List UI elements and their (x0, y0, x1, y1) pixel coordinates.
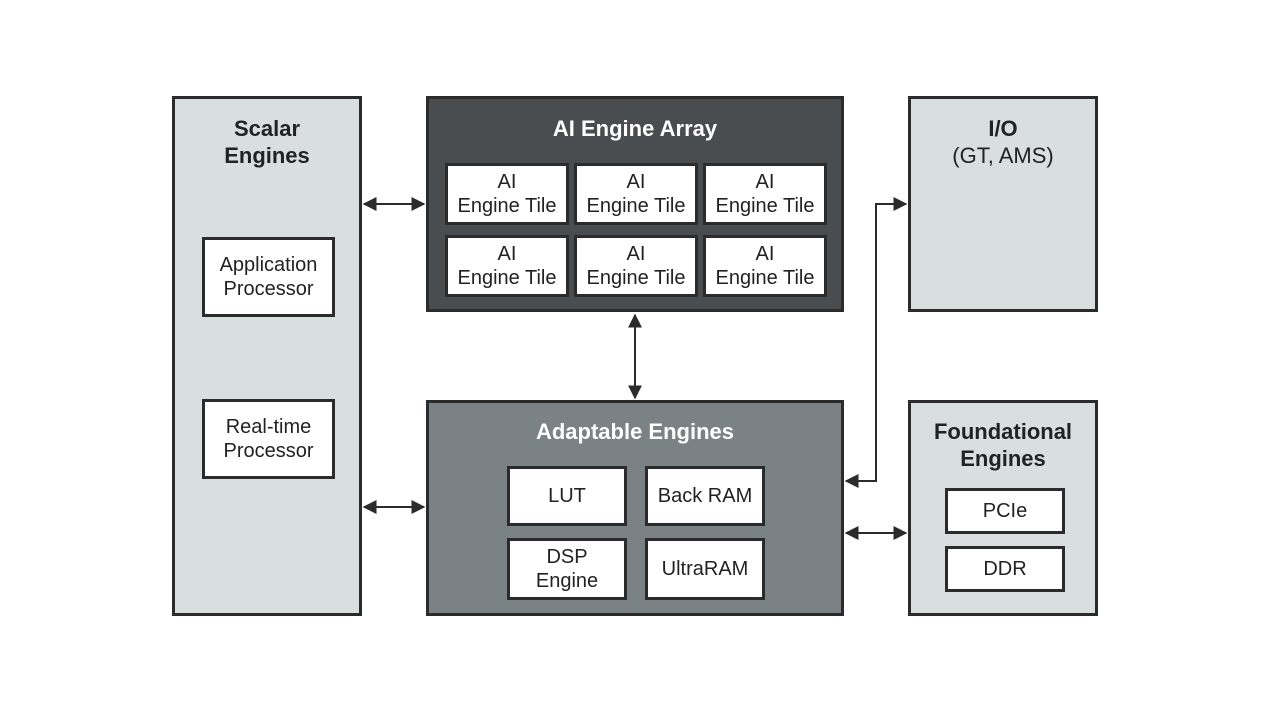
ai-engine-array-block: AI Engine Array AI Engine Tile AI Engine… (426, 96, 844, 312)
ultraram-box: UltraRAM (645, 538, 765, 600)
ai-engine-array-title: AI Engine Array (552, 116, 718, 141)
ai-engine-tile: AI Engine Tile (445, 235, 569, 297)
lut-box: LUT (507, 466, 627, 526)
ai-engine-tile: AI Engine Tile (574, 163, 698, 225)
real-time-processor-box: Real-time Processor (202, 399, 335, 479)
io-block: I/O (GT, AMS) (908, 96, 1098, 312)
adaptable-engines-title: Adaptable Engines (535, 419, 735, 444)
dsp-engine-box: DSP Engine (507, 538, 627, 600)
foundational-engines-block: Foundational Engines PCIe DDR (908, 400, 1098, 616)
foundational-engines-title: Foundational Engines (933, 419, 1073, 471)
ddr-box: DDR (945, 546, 1065, 592)
ai-engine-tile: AI Engine Tile (703, 163, 827, 225)
adaptable-engines-block: Adaptable Engines LUT Back RAM DSP Engin… (426, 400, 844, 616)
application-processor-box: Application Processor (202, 237, 335, 317)
ai-engine-tile: AI Engine Tile (574, 235, 698, 297)
pcie-box: PCIe (945, 488, 1065, 534)
io-title: I/O (GT, AMS) (911, 115, 1095, 169)
adaptable-io-connector (844, 197, 908, 488)
ai-engine-tile: AI Engine Tile (703, 235, 827, 297)
io-subtitle: (GT, AMS) (952, 143, 1054, 168)
ai-engine-tile: AI Engine Tile (445, 163, 569, 225)
scalar-engines-title: Scalar Engines (224, 116, 310, 168)
back-ram-box: Back RAM (645, 466, 765, 526)
scalar-engines-block: Scalar Engines Application Processor Rea… (172, 96, 362, 616)
